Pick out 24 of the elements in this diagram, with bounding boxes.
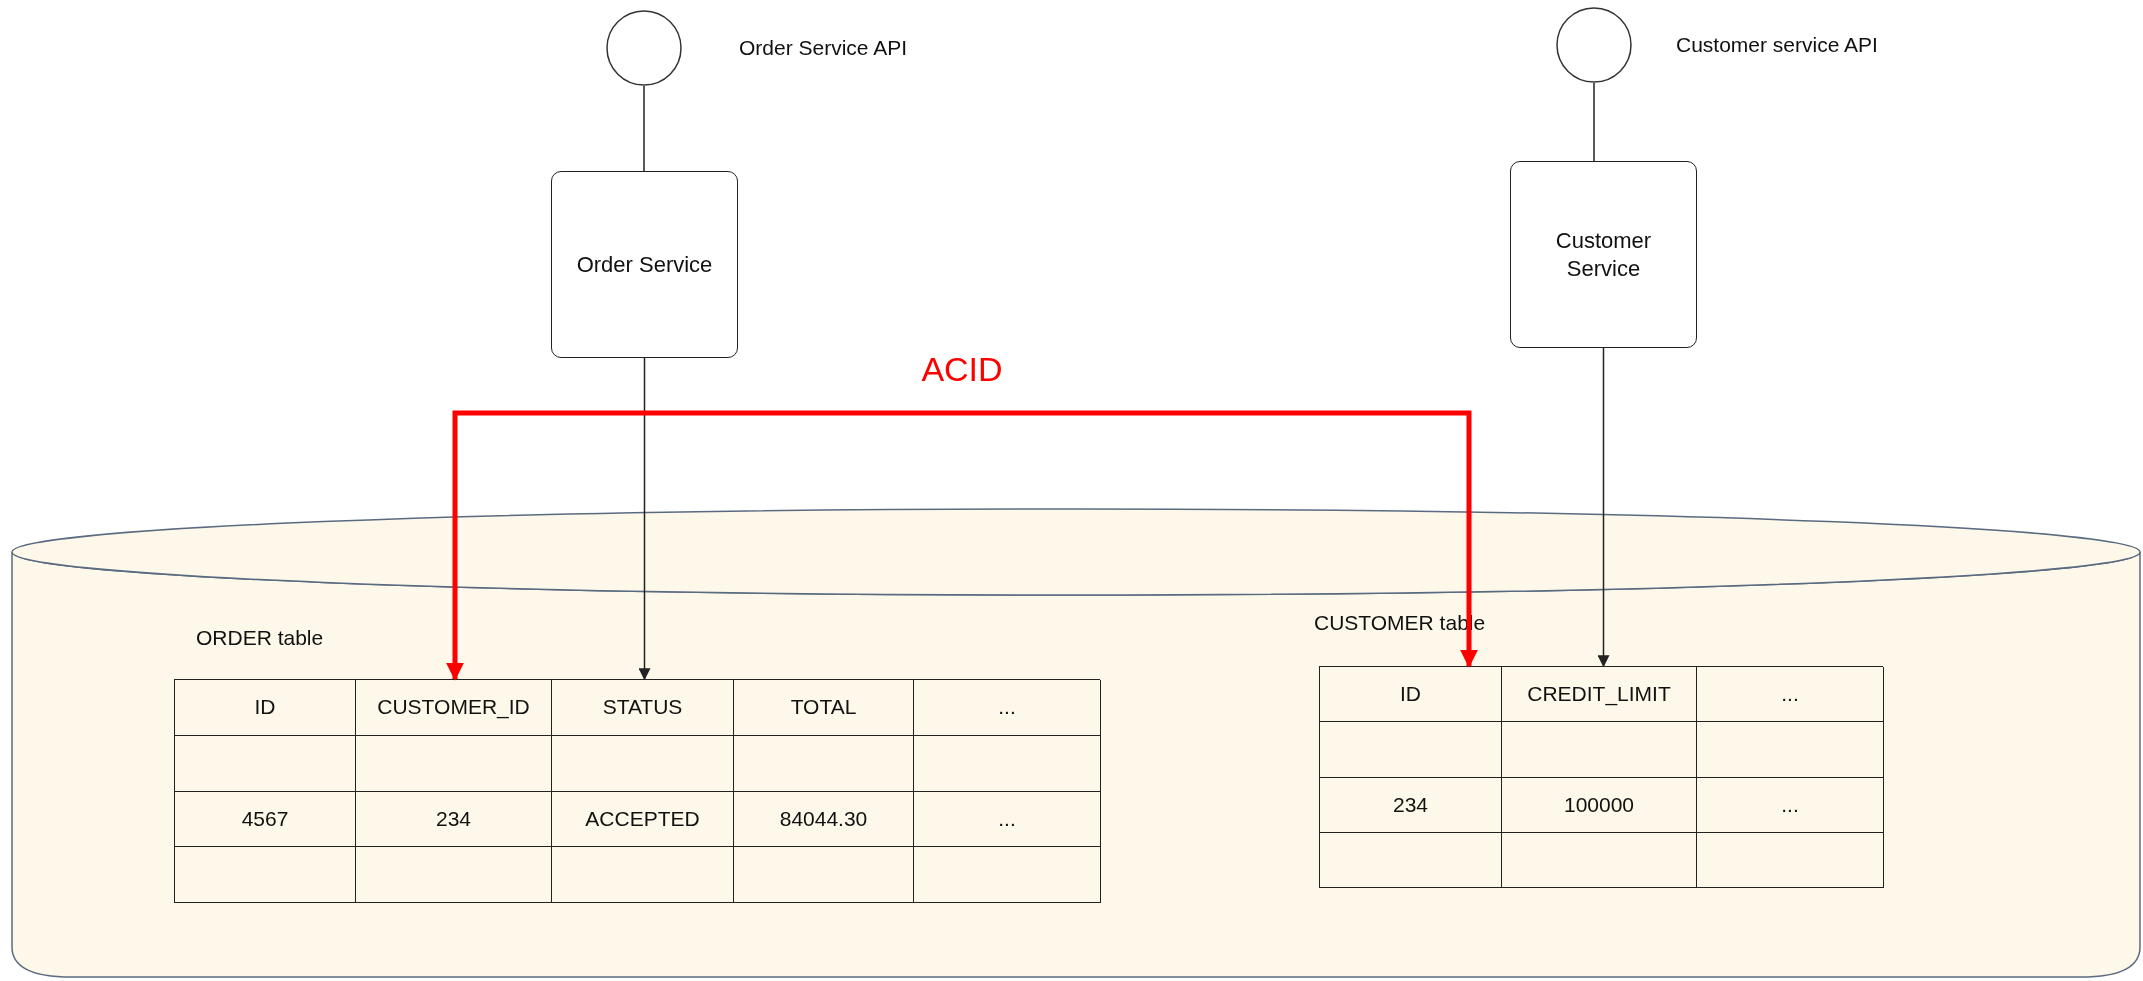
service-box: Customer Service [1510, 161, 1697, 348]
service-box: Order Service [551, 171, 738, 358]
table-cell: ... [1697, 777, 1884, 833]
table-cell: ACCEPTED [552, 791, 734, 848]
caption-text: Customer service API [1676, 33, 1878, 57]
caption-text: Order Service API [739, 36, 908, 60]
table-cell: ... [1697, 667, 1884, 723]
table-cell: 4567 [175, 791, 356, 848]
table-cell: ... [914, 791, 1101, 848]
table-cell: 234 [1320, 777, 1502, 833]
caption-text: ORDER table [196, 626, 324, 650]
table-cell: ID [1320, 667, 1502, 723]
table-cell: STATUS [552, 680, 734, 736]
table-cell: 84044.30 [734, 791, 914, 848]
connector-arrow [638, 357, 651, 681]
table-cell: 100000 [1502, 777, 1697, 833]
table-cell: ... [914, 680, 1101, 736]
connector-arrow [1597, 347, 1610, 668]
table-cell: 234 [356, 791, 552, 848]
table-cell: CREDIT_LIMIT [1502, 667, 1697, 723]
table-cell: ID [175, 680, 356, 736]
table-cell: CUSTOMER_ID [356, 680, 552, 736]
table-cell: TOTAL [734, 680, 914, 736]
connector-arrow [446, 410, 1478, 681]
